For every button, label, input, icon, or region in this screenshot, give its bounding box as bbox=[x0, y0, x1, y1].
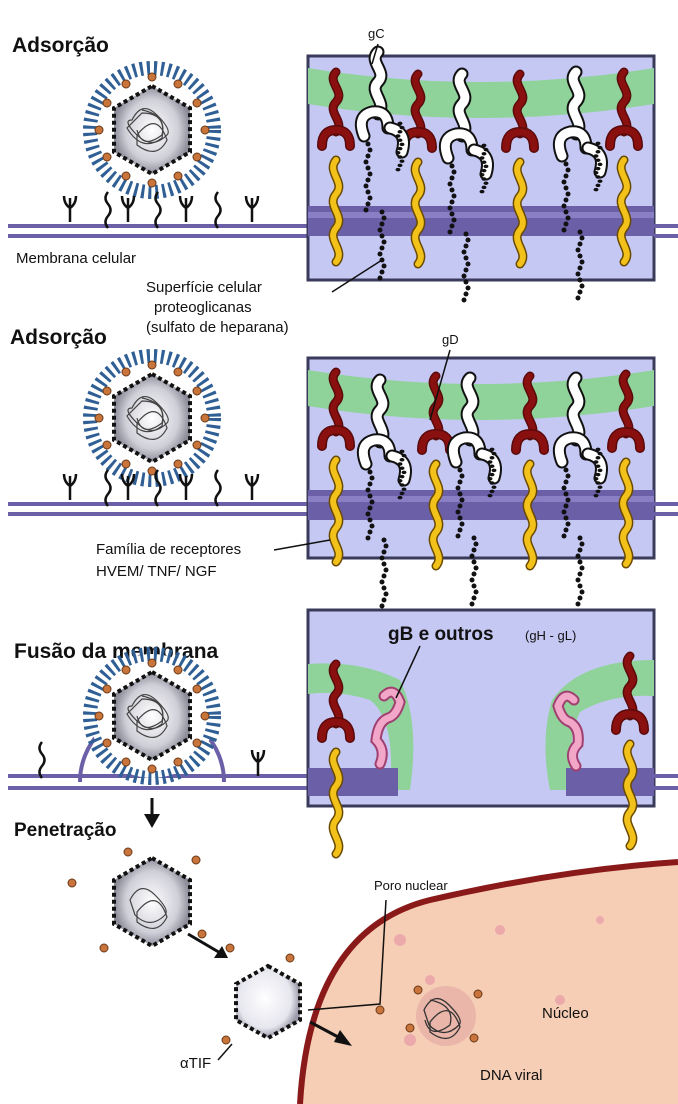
svg-text:(sulfato de heparana): (sulfato de heparana) bbox=[146, 319, 289, 336]
membrane-receptors-1 bbox=[64, 192, 258, 228]
capsid-free bbox=[68, 848, 206, 952]
svg-text:Família de receptores: Família de receptores bbox=[96, 541, 241, 558]
panel-adsorption-1: Adsorção gC Membrana celular bbox=[8, 26, 678, 336]
svg-text:proteoglicanas: proteoglicanas bbox=[154, 299, 252, 316]
viral-dna-label: DNA viral bbox=[480, 1067, 543, 1084]
panel-penetration: Penetração bbox=[14, 798, 678, 1104]
svg-text:Superfície celular: Superfície celular bbox=[146, 279, 262, 296]
proteoglycan-label: Superfície celular proteoglicanas (sulfa… bbox=[146, 279, 289, 336]
nucleus-label: Núcleo bbox=[542, 1005, 589, 1022]
capsid-at-pore bbox=[222, 944, 300, 1044]
gc-label: gC bbox=[368, 26, 385, 41]
panel3-heading: Fusão da membrana bbox=[14, 640, 219, 663]
panel-adsorption-2: Adsorção gD Família de receptores bbox=[8, 326, 678, 609]
gh-gl-label: (gH - gL) bbox=[525, 628, 576, 643]
nuclear-pore-label: Poro nuclear bbox=[374, 878, 448, 893]
penetration-heading: Penetração bbox=[14, 820, 116, 841]
panel-membrane-fusion: Fusão da membrana gB e outros bbox=[8, 610, 678, 854]
panel2-heading: Adsorção bbox=[10, 326, 107, 349]
virion-2 bbox=[90, 356, 214, 480]
virion-3 bbox=[90, 654, 214, 778]
cell-surface-box-1 bbox=[308, 52, 678, 303]
panel1-heading: Adsorção bbox=[12, 34, 109, 57]
tif-label: αTIF bbox=[180, 1055, 211, 1072]
virion-1 bbox=[90, 68, 214, 192]
cell-surface-box-3 bbox=[308, 610, 678, 854]
cell-surface-box-2 bbox=[308, 358, 678, 609]
membrane-label: Membrana celular bbox=[16, 250, 136, 267]
receptor-family-label: Família de receptores HVEM/ TNF/ NGF bbox=[96, 541, 241, 580]
svg-text:HVEM/ TNF/ NGF: HVEM/ TNF/ NGF bbox=[96, 563, 217, 580]
gd-label: gD bbox=[442, 332, 459, 347]
gb-label: gB e outros bbox=[388, 624, 494, 645]
